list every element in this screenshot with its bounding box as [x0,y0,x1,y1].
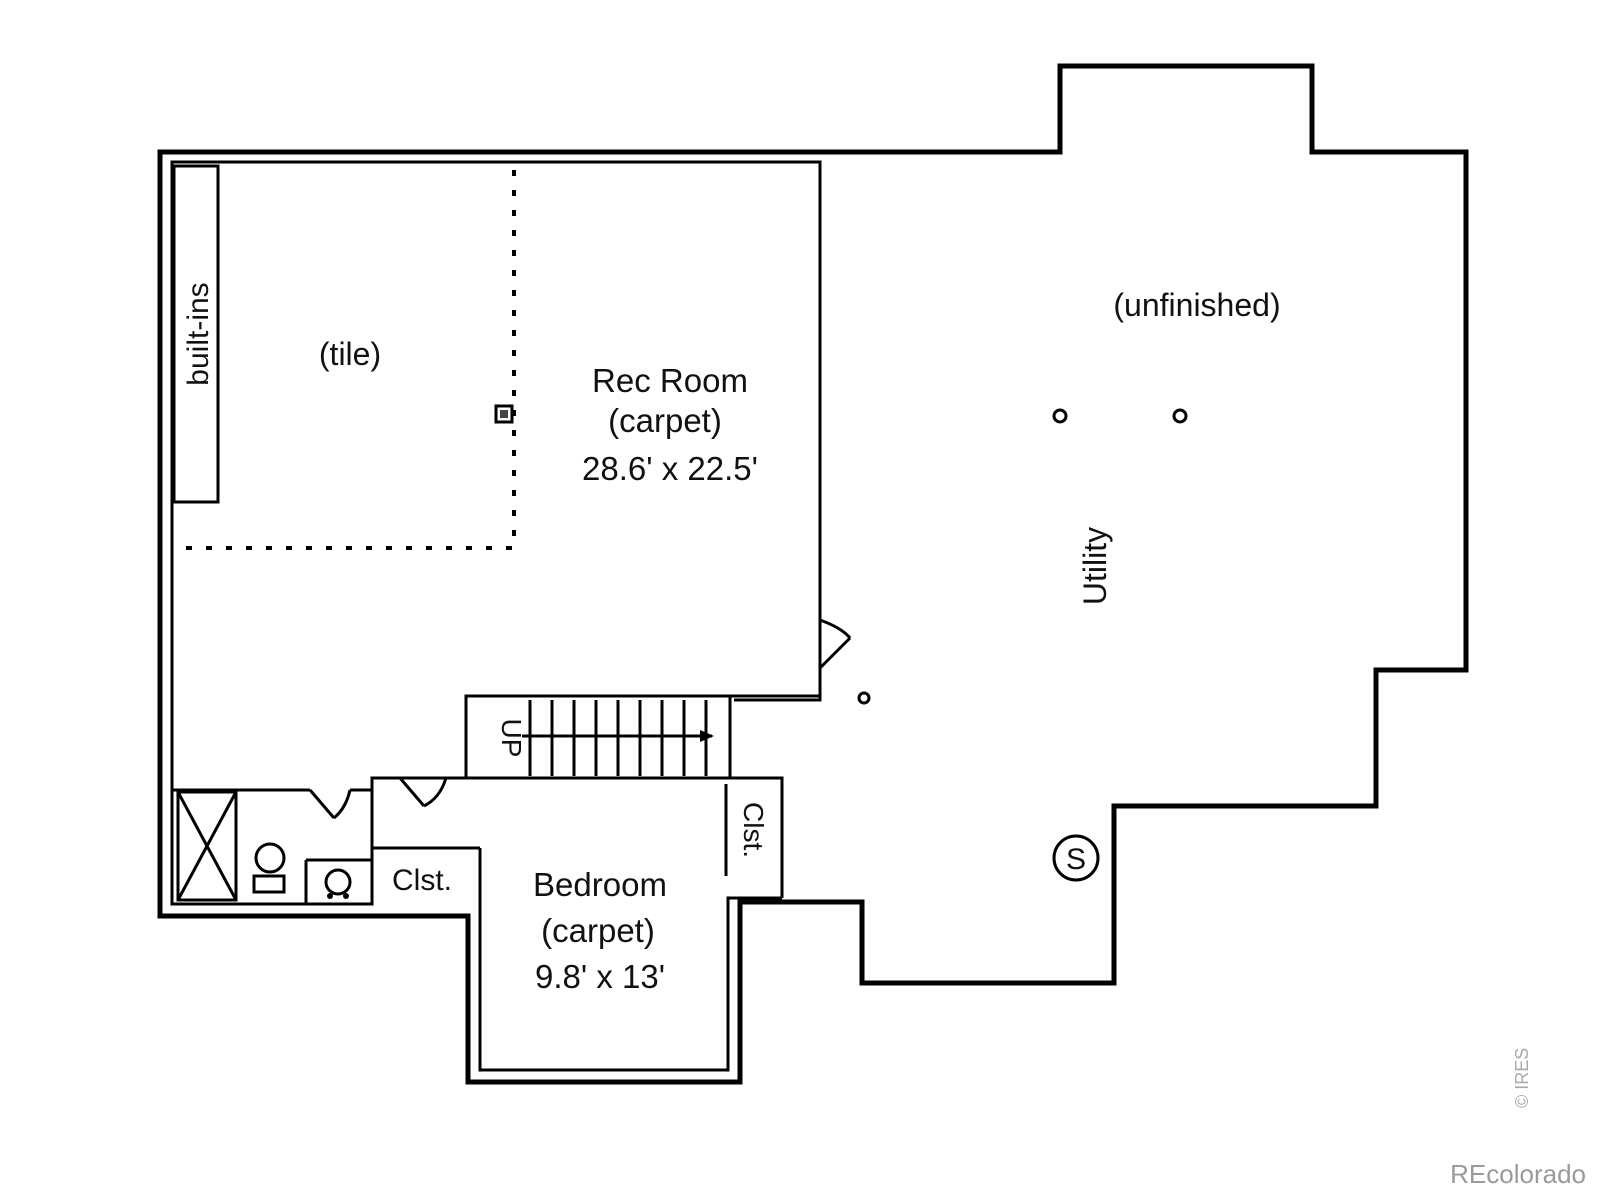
closet-label-2: Clst. [738,802,769,858]
utility-fixture-1 [1052,408,1068,424]
credit-text: © IRES [1512,1047,1532,1108]
rec-room-floor: (carpet) [608,402,722,439]
utility-fixture-2 [1172,408,1188,424]
sump-pump-icon [1052,834,1100,882]
utility-fixture-3 [857,691,871,705]
tile-boundary [180,170,516,550]
bedroom-name: Bedroom [533,866,667,903]
builtins-cabinet [172,164,220,504]
watermark: REcolorado [1450,1159,1586,1189]
rec-room-size: 28.6' x 22.5' [582,450,758,487]
utility-name: Utility [1077,527,1113,605]
bathroom-walls [172,776,784,904]
rec-room-name: Rec Room [592,362,748,399]
staircase [466,694,732,778]
utility-note: (unfinished) [1113,287,1280,323]
builtins-label: built-ins [182,282,215,385]
bedroom-size: 9.8' x 13' [535,958,665,995]
bedroom-floor: (carpet) [541,912,655,949]
utility-door [818,618,852,670]
stair-up-label: UP [496,719,527,758]
closet-label-1: Clst. [392,864,452,897]
outer-walls [157,63,1469,1085]
sump-label: S [1066,843,1086,876]
toilet-icon [252,842,286,894]
sink-icon [324,868,352,899]
tile-label: (tile) [319,336,381,372]
shower [176,790,238,902]
